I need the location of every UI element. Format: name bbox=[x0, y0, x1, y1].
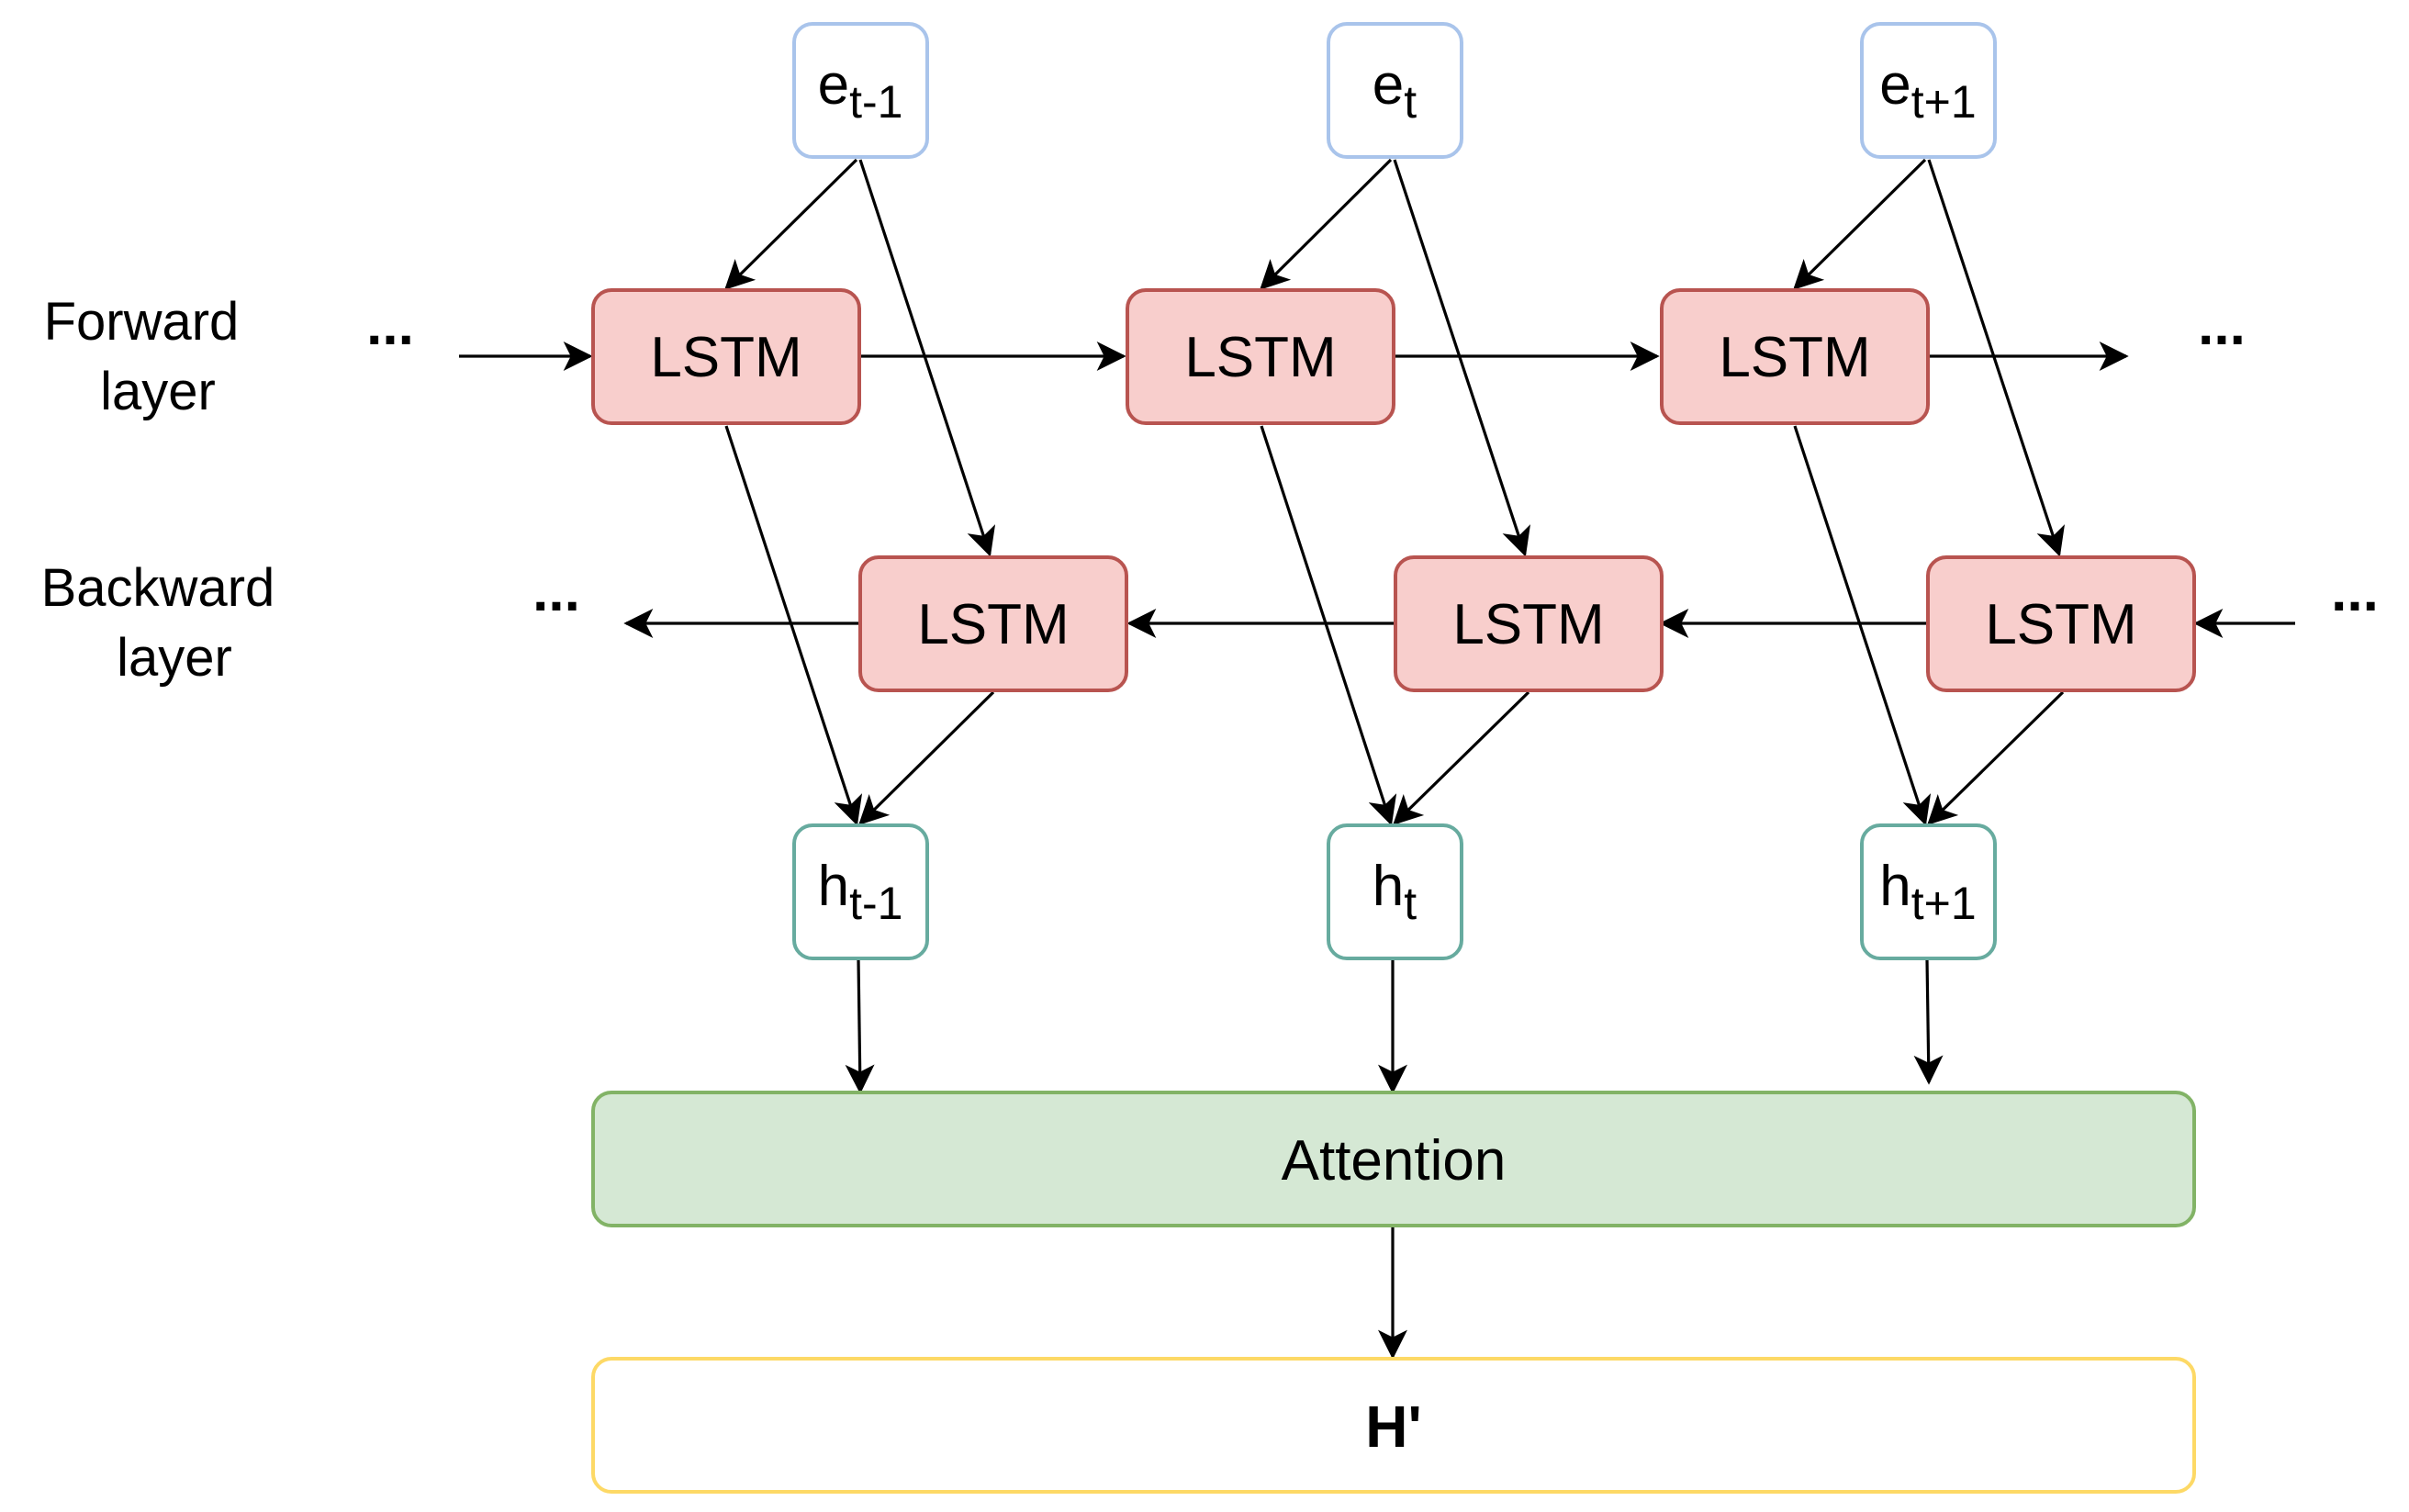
svg-text:LSTM: LSTM bbox=[1452, 593, 1604, 656]
forward-lstm-1: LSTM bbox=[591, 288, 861, 425]
edge-e3-bwd3 bbox=[1927, 159, 2065, 557]
embedding-3-sub: t+1 bbox=[1911, 76, 1977, 128]
forward-left-ellipsis: ... bbox=[366, 294, 414, 357]
edge-bwd1-h1 bbox=[858, 690, 995, 825]
svg-text:ht-1: ht-1 bbox=[818, 855, 903, 929]
backward-layer-label: Backward layer bbox=[41, 558, 290, 688]
svg-text:LSTM: LSTM bbox=[1985, 593, 2136, 656]
hidden-2-base: h bbox=[1373, 855, 1404, 918]
edge-fwd2-h2 bbox=[1260, 425, 1397, 826]
edge-fwd1-h1 bbox=[724, 425, 863, 826]
svg-text:LSTM: LSTM bbox=[650, 326, 801, 389]
svg-text:et-1: et-1 bbox=[818, 53, 903, 128]
hidden-1-sub: t-1 bbox=[849, 878, 902, 929]
embedding-1-sub: t-1 bbox=[849, 76, 902, 128]
svg-text:et: et bbox=[1373, 53, 1417, 128]
edge-e3-fwd3 bbox=[1793, 158, 1927, 290]
backward-left-ellipsis: ... bbox=[532, 560, 580, 623]
hidden-1-base: h bbox=[818, 855, 849, 918]
forward-lstm-3: LSTM bbox=[1660, 288, 1930, 425]
embedding-node-2: et bbox=[1327, 22, 1463, 159]
svg-text:H': H' bbox=[1365, 1394, 1421, 1460]
output-block: H' bbox=[591, 1357, 2196, 1494]
hidden-node-2: ht bbox=[1327, 823, 1463, 960]
svg-text:ht+1: ht+1 bbox=[1879, 855, 1976, 929]
edge-e2-fwd2 bbox=[1260, 158, 1393, 290]
edge-fwd3-h3 bbox=[1793, 425, 1932, 826]
embedding-2-base: e bbox=[1373, 53, 1404, 117]
edges bbox=[459, 158, 2295, 1360]
backward-lstm-2: LSTM bbox=[1394, 555, 1664, 692]
edge-h1-attention bbox=[845, 958, 875, 1094]
hidden-node-1: ht-1 bbox=[792, 823, 929, 960]
hidden-node-3: ht+1 bbox=[1860, 823, 1997, 960]
svg-text:LSTM: LSTM bbox=[917, 593, 1069, 656]
embedding-node-1: et-1 bbox=[792, 22, 929, 159]
edge-e2-bwd2 bbox=[1393, 159, 1530, 557]
hidden-2-sub: t bbox=[1404, 878, 1417, 929]
svg-text:et+1: et+1 bbox=[1879, 53, 1976, 128]
embedding-1-base: e bbox=[818, 53, 849, 117]
forward-lstm-2: LSTM bbox=[1126, 288, 1395, 425]
hidden-3-sub: t+1 bbox=[1911, 878, 1977, 929]
edge-bwd3-h3 bbox=[1927, 690, 2065, 825]
embedding-node-3: et+1 bbox=[1860, 22, 1997, 159]
attention-block: Attention bbox=[591, 1091, 2196, 1227]
svg-text:ht: ht bbox=[1373, 855, 1417, 929]
backward-lstm-1: LSTM bbox=[858, 555, 1128, 692]
backward-right-ellipsis: ... bbox=[2331, 560, 2379, 623]
edge-e1-bwd1 bbox=[858, 159, 996, 557]
svg-text:LSTM: LSTM bbox=[1184, 326, 1336, 389]
edge-bwd2-h2 bbox=[1393, 690, 1530, 825]
svg-text:LSTM: LSTM bbox=[1719, 326, 1870, 389]
backward-lstm-3: LSTM bbox=[1926, 555, 2196, 692]
edge-h3-attention bbox=[1913, 958, 1944, 1085]
hidden-3-base: h bbox=[1879, 855, 1910, 918]
embedding-2-sub: t bbox=[1404, 76, 1417, 128]
edge-e1-fwd1 bbox=[724, 158, 858, 290]
forward-layer-label: Forward layer bbox=[44, 292, 254, 421]
svg-text:Attention: Attention bbox=[1282, 1129, 1507, 1193]
embedding-3-base: e bbox=[1879, 53, 1910, 117]
forward-right-ellipsis: ... bbox=[2198, 294, 2246, 357]
